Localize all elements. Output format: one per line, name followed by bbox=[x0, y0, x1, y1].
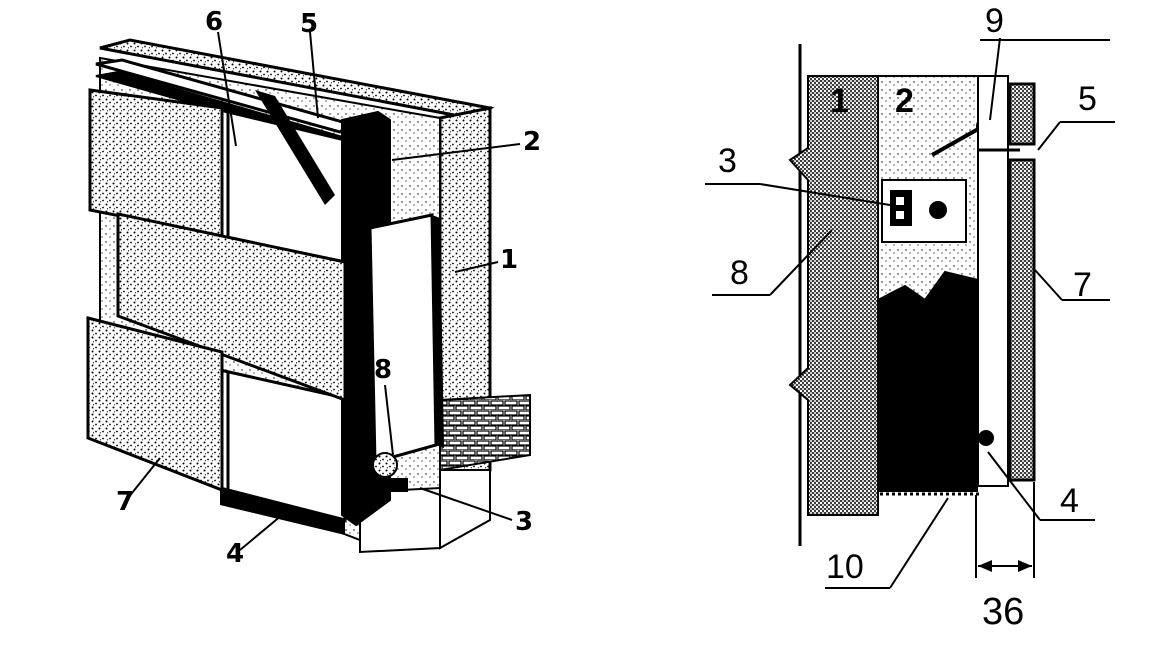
base-wall bbox=[788, 75, 879, 516]
section-label-2: 2 bbox=[895, 82, 914, 120]
facade-panel-top bbox=[88, 88, 224, 238]
bracket-clip bbox=[890, 190, 912, 226]
section-view: 1 2 bbox=[705, 2, 1115, 633]
label-5: 5 bbox=[300, 9, 318, 39]
section-label-3: 3 bbox=[718, 142, 737, 180]
bottom-rail bbox=[220, 488, 345, 535]
foundation-block-side bbox=[439, 469, 491, 550]
cutaway-region bbox=[878, 272, 978, 492]
label-3: 3 bbox=[515, 507, 533, 537]
perspective-view: 6 5 2 1 8 3 7 4 bbox=[86, 7, 541, 569]
label-7: 7 bbox=[116, 487, 134, 517]
label-1: 1 bbox=[500, 245, 518, 275]
screw-shaft bbox=[931, 126, 981, 157]
brick-foundation bbox=[439, 393, 531, 472]
dimension-label: 36 bbox=[982, 591, 1024, 633]
section-label-5: 5 bbox=[1078, 80, 1097, 118]
bracket-plate bbox=[368, 213, 438, 464]
label-4: 4 bbox=[226, 539, 244, 569]
bottom-bracket bbox=[368, 478, 408, 492]
section-panel-upper bbox=[1008, 82, 1036, 146]
section-label-8: 8 bbox=[730, 254, 749, 292]
section-label-9: 9 bbox=[985, 2, 1004, 40]
section-label-7: 7 bbox=[1073, 266, 1092, 304]
label-6: 6 bbox=[205, 7, 223, 37]
lower-fastener bbox=[978, 430, 994, 446]
section-label-1: 1 bbox=[830, 82, 849, 120]
bracket-bolt bbox=[929, 201, 947, 219]
facade-panel-middle bbox=[116, 212, 347, 403]
section-label-10: 10 bbox=[826, 548, 864, 586]
bracket-plate-edge bbox=[432, 215, 444, 448]
label-8: 8 bbox=[374, 355, 392, 385]
section-label-4: 4 bbox=[1060, 482, 1079, 520]
label-2: 2 bbox=[523, 127, 541, 157]
section-panel-lower bbox=[1008, 158, 1036, 482]
diagonal-profile bbox=[255, 90, 335, 205]
anchor-detail bbox=[372, 452, 398, 478]
section-guide bbox=[977, 75, 1009, 487]
